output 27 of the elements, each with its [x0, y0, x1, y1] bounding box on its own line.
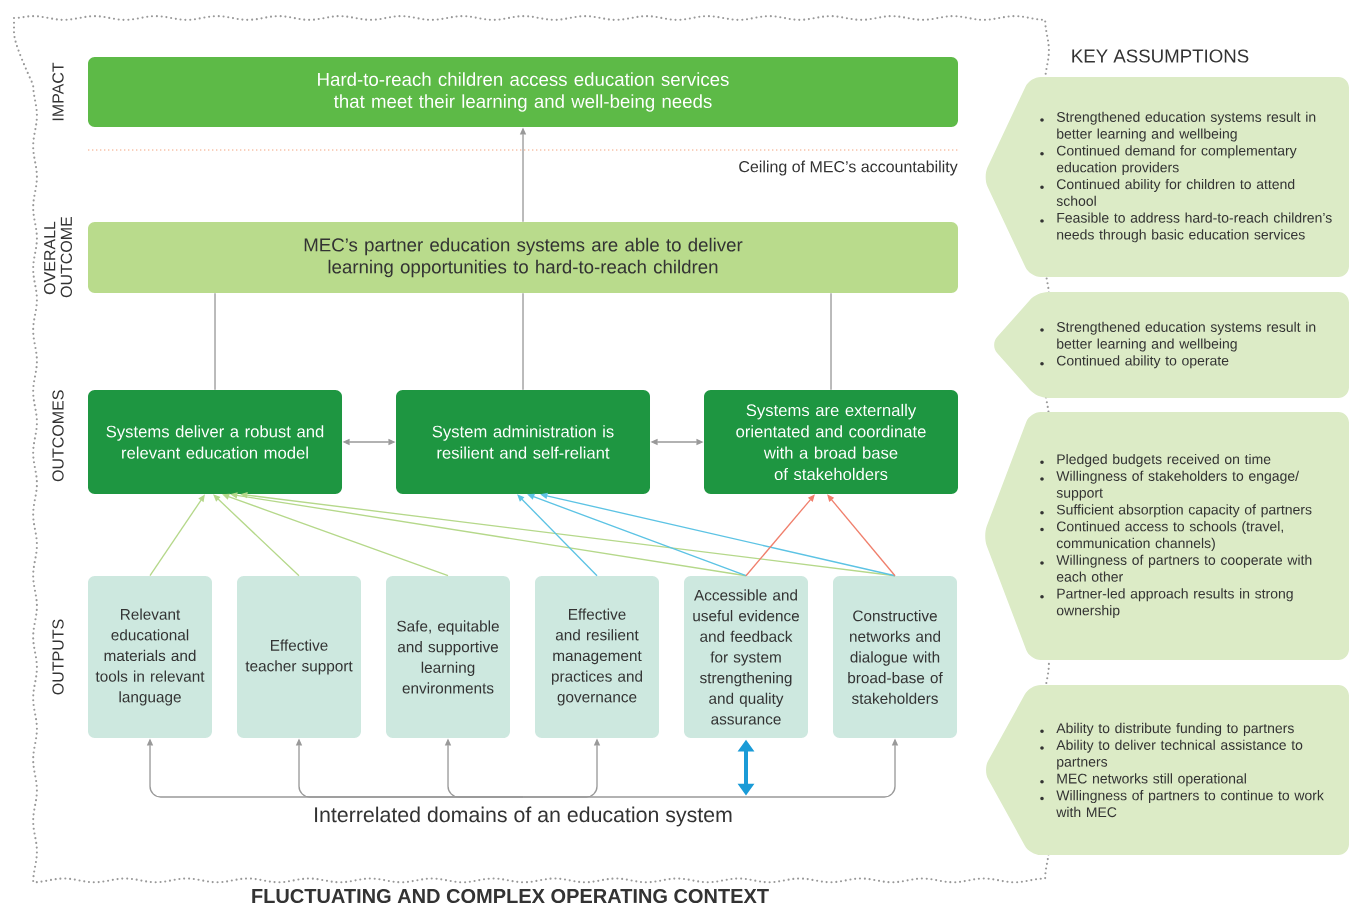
- output-box: Relevant educational materials and tools in relevant language: [88, 576, 212, 738]
- assumption-panel: Strengthened education systems result in better learning and wellbeing Continued demand for complementary education providers Continued ability for children to attend school Feasible to address hard-to-reach children’s needs through basic education services: [985, 77, 1349, 277]
- arrow: [222, 493, 449, 577]
- section-label: OUTCOMES: [52, 390, 64, 482]
- arrow: [745, 494, 815, 577]
- arrow: [213, 494, 300, 577]
- section-label: OUTPUTS: [52, 619, 64, 695]
- output-box: Constructive networks and dialogue with broad-base of stakeholders: [833, 576, 957, 738]
- arrow: [517, 494, 598, 577]
- domains-text: Interrelated domains of an education system: [315, 806, 732, 827]
- output-box: Effective teacher support: [237, 576, 361, 738]
- arrow: [827, 494, 896, 577]
- context-title: FLUCTUATING AND COMPLEX OPERATING CONTEXT: [252, 888, 769, 904]
- outcome-box: MEC’s partner education systems are able to deliver learning opportunities to hard-to-reach children: [88, 222, 958, 293]
- assumption-panel: Strengthened education systems result in better learning and wellbeing Continued ability to operate: [994, 292, 1349, 398]
- output-box: Accessible and useful evidence and feedback for system strengthening and quality assurance: [684, 576, 808, 738]
- section-label: IMPACT: [52, 62, 64, 121]
- section-label: OVERALL OUTCOME: [44, 216, 72, 298]
- output-box: Safe, equitable and supportive learning environments: [386, 576, 510, 738]
- outcome-box: Systems deliver a robust and relevant education model: [88, 390, 342, 494]
- impact-box: Hard-to-reach children access education services that meet their learning and well-being needs: [88, 57, 958, 127]
- assumption-panel: Ability to distribute funding to partners Ability to deliver technical assistance to partners MEC networks still operational Willingness of partners to continue to work with MEC: [986, 685, 1349, 855]
- ceiling-note: Ceiling of MEC’s accountability: [739, 160, 958, 176]
- output-box: Effective and resilient management practices and governance: [535, 576, 659, 738]
- assumption-panel: Pledged budgets received on time Willingness of stakeholders to engage/ support Sufficient absorption capacity of partners Continued access to schools (travel, communication channels) Willingness of partners to cooperate with each other Partner-led approach results in strong ownership: [985, 412, 1349, 660]
- outcome-box: Systems are externally orientated and coordinate with a broad base of stakeholders: [704, 390, 958, 494]
- outcome-box: System administration is resilient and self-reliant: [396, 390, 650, 494]
